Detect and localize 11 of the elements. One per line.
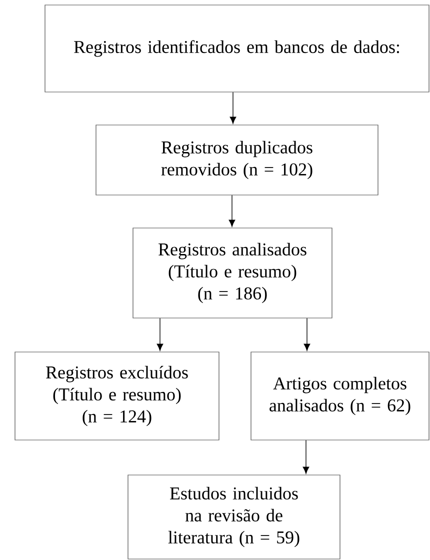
arrow [228, 194, 236, 227]
process-box: Registros duplicados removidos (n = 102) [96, 124, 378, 196]
process-box: Registros identificados em bancos de dados: [44, 4, 430, 92]
process-box: Estudos incluidos na revisão de literatura (n = 59) [128, 474, 340, 560]
process-box: Artigos completos analisados (n = 62) [250, 352, 430, 440]
arrow [156, 318, 164, 351]
process-box: Registros excluídos (Título e resumo) (n = 124) [14, 352, 220, 440]
arrow [230, 92, 236, 124]
arrow [302, 440, 310, 474]
process-box: Registros analisados (Título e resumo) (n = 186) [132, 228, 332, 318]
arrow [304, 318, 310, 351]
